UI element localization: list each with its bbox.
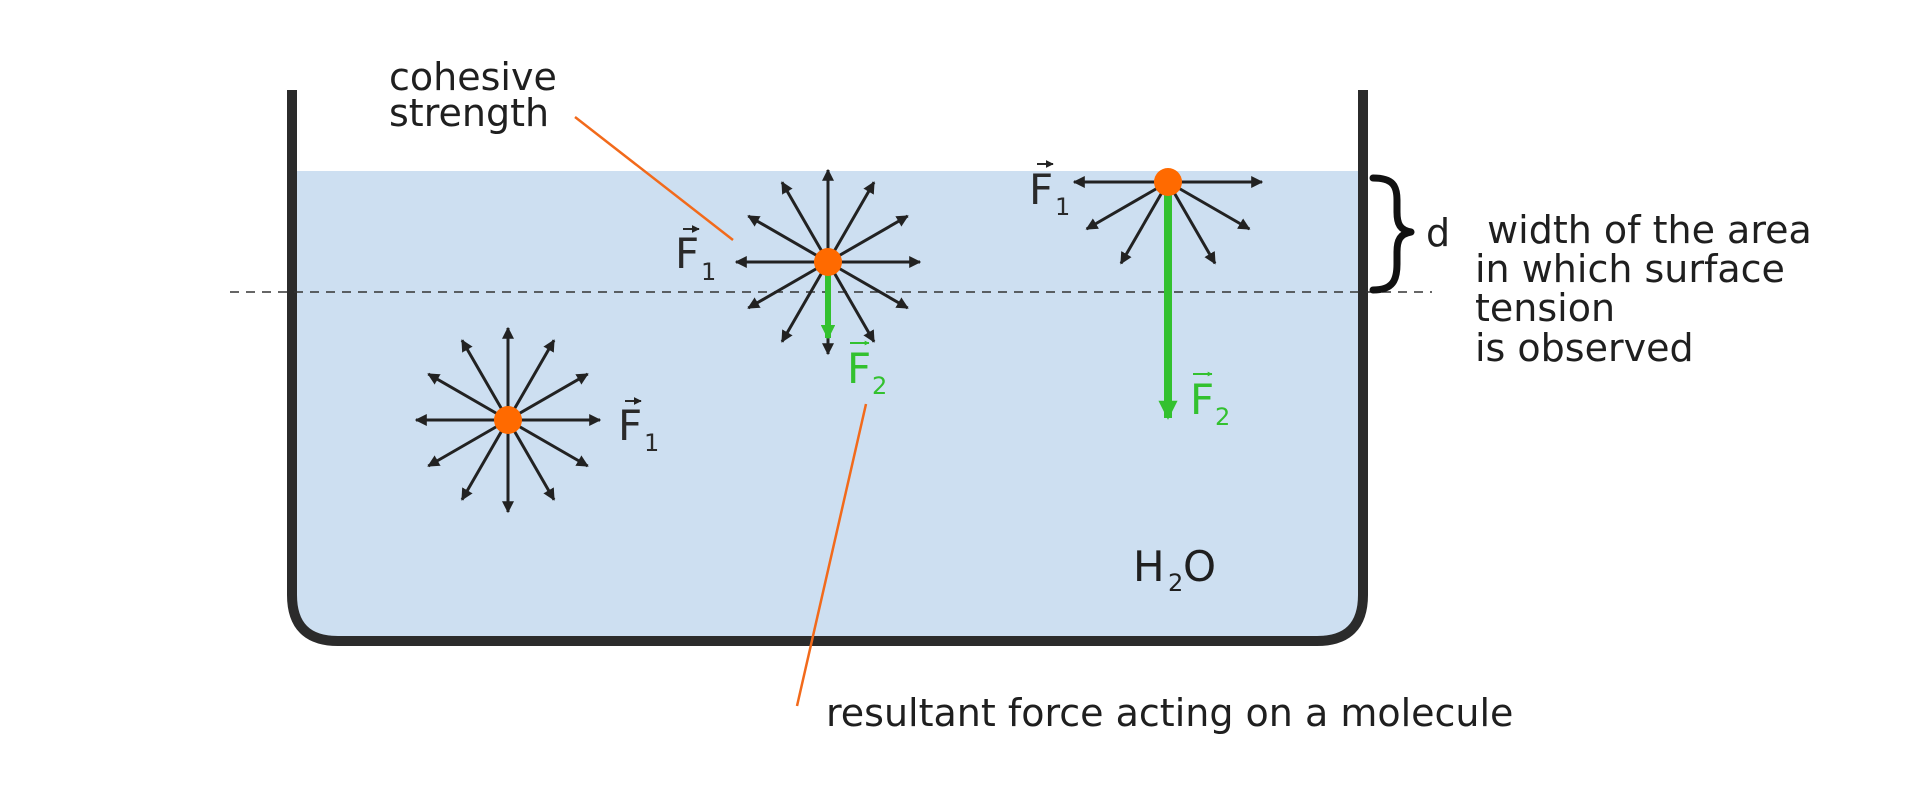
label-d: d: [1426, 211, 1450, 255]
bulk-force-arrows: [414, 326, 602, 514]
force-arrow: [1167, 180, 1251, 231]
label-resultant: resultant force acting on a molecule: [826, 691, 1513, 735]
water-sub: 2: [1168, 569, 1183, 597]
force-arrow: [427, 418, 509, 468]
molecule-near-surface-dot: [814, 248, 842, 276]
force-arrow: [506, 339, 556, 421]
leader-cohesive: [574, 116, 734, 241]
water-h: H: [1133, 542, 1165, 591]
f2-mid-letter: F: [847, 344, 871, 393]
force-arrow: [826, 181, 876, 263]
label-cohesive-line2: strength: [389, 91, 549, 135]
molecule-surface-dot: [1154, 168, 1182, 196]
force-arrow: [747, 214, 829, 264]
f2-surface-letter: F: [1190, 375, 1214, 424]
force-arrow: [1166, 181, 1217, 265]
force-arrow: [827, 260, 909, 310]
depth-brace: [1369, 174, 1415, 294]
leader-resultant: [795, 403, 868, 707]
label-water: H 2 O: [1133, 542, 1216, 597]
molecule-bulk-dot: [494, 406, 522, 434]
label-width-line4: is observed: [1475, 326, 1694, 370]
label-width-line2: in which surface: [1475, 247, 1785, 291]
force-arrow: [460, 419, 510, 501]
f1-mid-sub: 1: [701, 258, 716, 286]
force-arrow: [506, 419, 556, 501]
label-f1-mid: F 1: [675, 225, 716, 286]
f1-surface-letter: F: [1029, 165, 1053, 214]
force-arrow: [780, 261, 830, 343]
f1-bulk-letter: F: [618, 401, 642, 450]
label-width-line3: tension: [1475, 286, 1615, 330]
force-arrow: [780, 181, 830, 263]
f1-mid-letter: F: [675, 229, 699, 278]
force-arrow: [826, 261, 876, 343]
force-arrow: [460, 339, 510, 421]
force-arrow: [1119, 181, 1170, 265]
water-o: O: [1183, 542, 1216, 591]
surface-force-arrows: [1072, 176, 1264, 265]
molecule-bulk: [414, 326, 602, 514]
molecule-near-surface: [734, 168, 922, 356]
f2-surface-sub: 2: [1215, 403, 1230, 431]
label-cohesive-line1: cohesive: [389, 55, 557, 99]
label-f1-surface: F 1: [1029, 160, 1070, 221]
force-arrow: [507, 372, 589, 422]
label-f2-surface: F 2: [1190, 371, 1230, 431]
label-width-line1: width of the area: [1475, 208, 1812, 252]
force-arrow: [827, 214, 909, 264]
force-arrow: [747, 260, 829, 310]
f2-mid-sub: 2: [872, 372, 887, 400]
f1-bulk-sub: 1: [644, 429, 659, 457]
f1-surface-sub: 1: [1055, 193, 1070, 221]
molecule-surface: [1072, 168, 1264, 420]
container-outline: [287, 90, 1368, 646]
force-arrow: [507, 418, 589, 468]
force-arrow: [1085, 180, 1169, 231]
force-arrow: [427, 372, 509, 422]
label-f2-mid: F 2: [847, 340, 887, 400]
label-f1-bulk: F 1: [618, 397, 659, 457]
water-body: [292, 171, 1363, 641]
